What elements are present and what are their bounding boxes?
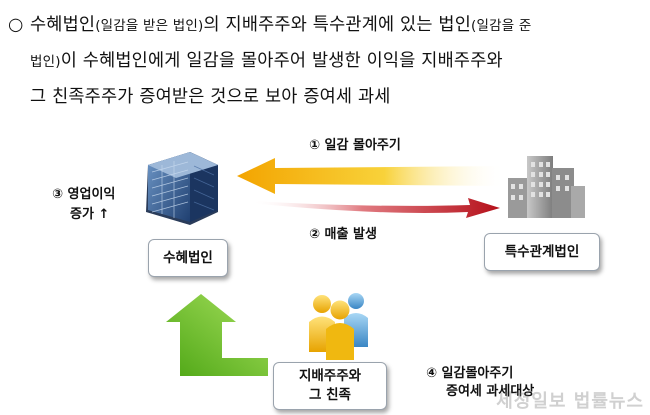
step3-label: ③ 영업이익 증가 ↑ [52, 185, 115, 225]
bullet: ○ [8, 15, 24, 35]
intro-line-1: ○ 수혜법인(일감을 받은 법인)의 지배주주와 특수관계에 있는 법인(일감을 … [8, 8, 644, 44]
related-corp-box: 특수관계법인 [484, 233, 600, 271]
step1-label: ① 일감 몰아주기 [309, 138, 401, 153]
office-building-icon [146, 152, 218, 225]
intro-line-3: 그 친족주주가 증여받은 것으로 보아 증여세 과세 [8, 80, 644, 115]
intro-l3: 그 친족주주가 증여받은 것으로 보아 증여세 과세 [30, 87, 391, 107]
step4-line1: ④ 일감몰아주기 [426, 366, 514, 381]
step3-line2: 증가 ↑ [70, 207, 110, 222]
intro-l1-b: (일감을 받은 법인) [95, 18, 204, 34]
people-group-icon [309, 293, 368, 360]
step4-label: ④ 일감몰아주기 증여세 과세대상 [426, 365, 534, 401]
intro-l1-d: (일감을 준 [471, 18, 532, 34]
step4-line2: 증여세 과세대상 [446, 384, 535, 399]
gray-buildings-icon [508, 156, 585, 218]
arrow-green-icon [166, 294, 268, 376]
arrow-orange-icon [237, 158, 505, 194]
beneficiary-corp-box: 수혜법인 [148, 239, 228, 277]
intro-l2-a: 법인) [30, 54, 61, 70]
shareholder-line2: 그 친족 [309, 387, 351, 403]
intro-text: ○ 수혜법인(일감을 받은 법인)의 지배주주와 특수관계에 있는 법인(일감을 … [8, 8, 644, 115]
shareholder-box: 지배주주와 그 친족 [273, 362, 387, 410]
step2-label: ② 매출 발생 [309, 227, 377, 242]
intro-l1-a: 수혜법인 [30, 15, 96, 35]
intro-line-2: 법인)이 수혜법인에게 일감을 몰아주어 발생한 이익을 지배주주와 [8, 44, 644, 80]
watermark-text: 세정일보 법률뉴스 [496, 391, 644, 412]
related-corp-label: 특수관계법인 [504, 243, 580, 260]
step3-line1: ③ 영업이익 [52, 187, 116, 202]
arrow-red-icon [250, 198, 500, 218]
intro-l1-c: 의 지배주주와 특수관계에 있는 법인 [203, 15, 472, 35]
beneficiary-corp-label: 수혜법인 [163, 249, 213, 266]
intro-l2-b: 이 수혜법인에게 일감을 몰아주어 발생한 이익을 지배주주와 [60, 51, 503, 71]
shareholder-line1: 지배주주와 [298, 368, 362, 384]
